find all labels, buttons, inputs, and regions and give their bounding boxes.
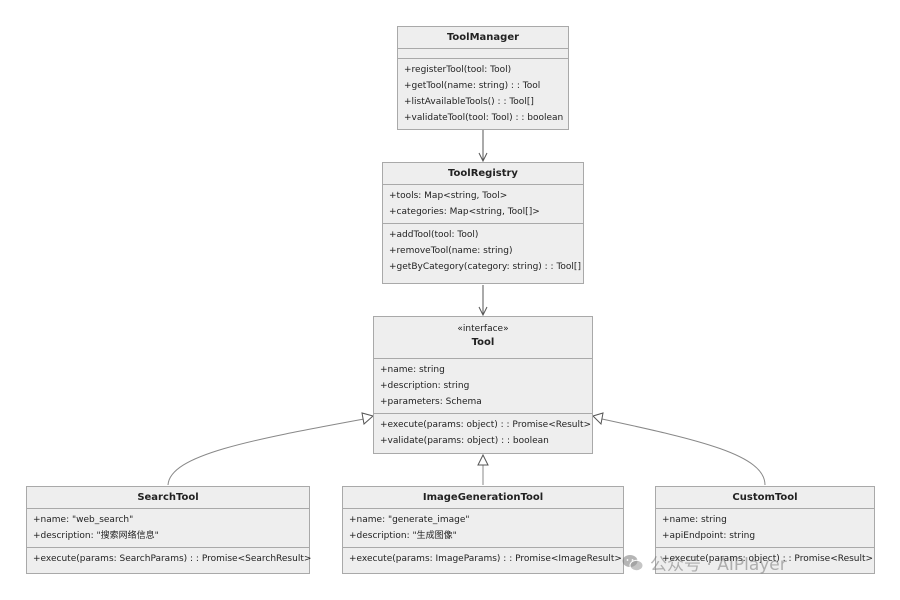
method: +validate(params: object) : : boolean bbox=[380, 436, 549, 446]
attribute: +description: string bbox=[380, 381, 470, 391]
method: +execute(params: ImageParams) : : Promis… bbox=[349, 554, 622, 564]
class-name: SearchTool bbox=[27, 487, 309, 509]
class-name: ToolManager bbox=[398, 27, 568, 49]
realization-customtool-tool bbox=[601, 418, 766, 486]
class-searchtool[interactable]: SearchTool +name: "web_search" +descript… bbox=[26, 486, 312, 574]
class-toolmanager[interactable]: ToolManager +registerTool(tool: Tool) +g… bbox=[397, 26, 569, 130]
class-name: ImageGenerationTool bbox=[343, 487, 623, 509]
attributes-section: +tools: Map<string, Tool> +categories: M… bbox=[383, 185, 583, 224]
attribute: +description: "搜索网络信息" bbox=[33, 531, 159, 541]
watermark-text: 公众号 · AIPlayer bbox=[650, 555, 787, 575]
class-name: CustomTool bbox=[656, 487, 874, 509]
methods-section: +execute(params: object) : : Promise<Res… bbox=[656, 548, 874, 570]
attributes-section bbox=[398, 49, 568, 59]
attributes-section: +name: "web_search" +description: "搜索网络信… bbox=[27, 509, 309, 548]
method: +addTool(tool: Tool) bbox=[389, 230, 479, 240]
method: +execute(params: SearchParams) : : Promi… bbox=[33, 554, 312, 564]
attributes-section: +name: string +description: string +para… bbox=[374, 359, 592, 414]
attribute: +tools: Map<string, Tool> bbox=[389, 191, 508, 201]
attributes-section: +name: "generate_image" +description: "生… bbox=[343, 509, 623, 548]
class-imagegenerationtool[interactable]: ImageGenerationTool +name: "generate_ima… bbox=[342, 486, 624, 574]
realization-arrowhead-imagegenerationtool bbox=[477, 453, 489, 466]
method: +getByCategory(category: string) : : Too… bbox=[389, 262, 581, 272]
method: +validateTool(tool: Tool) : : boolean bbox=[404, 113, 564, 123]
wechat-icon bbox=[622, 554, 644, 572]
method: +listAvailableTools() : : Tool[] bbox=[404, 97, 534, 107]
methods-section: +addTool(tool: Tool) +removeTool(name: s… bbox=[383, 224, 583, 278]
attribute: +description: "生成图像" bbox=[349, 531, 457, 541]
method: +removeTool(name: string) bbox=[389, 246, 513, 256]
interface-tool[interactable]: «interface» Tool +name: string +descript… bbox=[373, 316, 593, 454]
attribute: +name: "generate_image" bbox=[349, 515, 470, 525]
attribute: +parameters: Schema bbox=[380, 397, 482, 407]
method: +execute(params: object) : : Promise<Res… bbox=[662, 554, 874, 564]
class-name: ToolRegistry bbox=[383, 163, 583, 185]
attributes-section: +name: string +apiEndpoint: string bbox=[656, 509, 874, 548]
method: +getTool(name: string) : : Tool bbox=[404, 81, 541, 91]
realization-searchtool-tool bbox=[167, 418, 365, 486]
stereotype-label: «interface» bbox=[457, 324, 509, 334]
attribute: +name: string bbox=[662, 515, 727, 525]
class-customtool[interactable]: CustomTool +name: string +apiEndpoint: s… bbox=[655, 486, 875, 574]
methods-section: +execute(params: ImageParams) : : Promis… bbox=[343, 548, 623, 570]
method: +registerTool(tool: Tool) bbox=[404, 65, 512, 75]
methods-section: +execute(params: object) : : Promise<Res… bbox=[374, 414, 592, 452]
methods-section: +execute(params: SearchParams) : : Promi… bbox=[27, 548, 312, 570]
attribute: +name: string bbox=[380, 365, 445, 375]
methods-section: +registerTool(tool: Tool) +getTool(name:… bbox=[398, 59, 568, 129]
watermark: 公众号 · AIPlayer bbox=[622, 550, 787, 575]
class-header: «interface» Tool bbox=[374, 317, 592, 359]
class-toolregistry[interactable]: ToolRegistry +tools: Map<string, Tool> +… bbox=[382, 162, 584, 284]
realization-arrowhead-customtool bbox=[592, 412, 604, 426]
class-name: Tool bbox=[471, 337, 495, 348]
attribute: +apiEndpoint: string bbox=[662, 531, 756, 541]
method: +execute(params: object) : : Promise<Res… bbox=[380, 420, 592, 430]
realization-arrowhead-searchtool bbox=[361, 412, 375, 425]
attribute: +name: "web_search" bbox=[33, 515, 134, 525]
attribute: +categories: Map<string, Tool[]> bbox=[389, 207, 540, 217]
